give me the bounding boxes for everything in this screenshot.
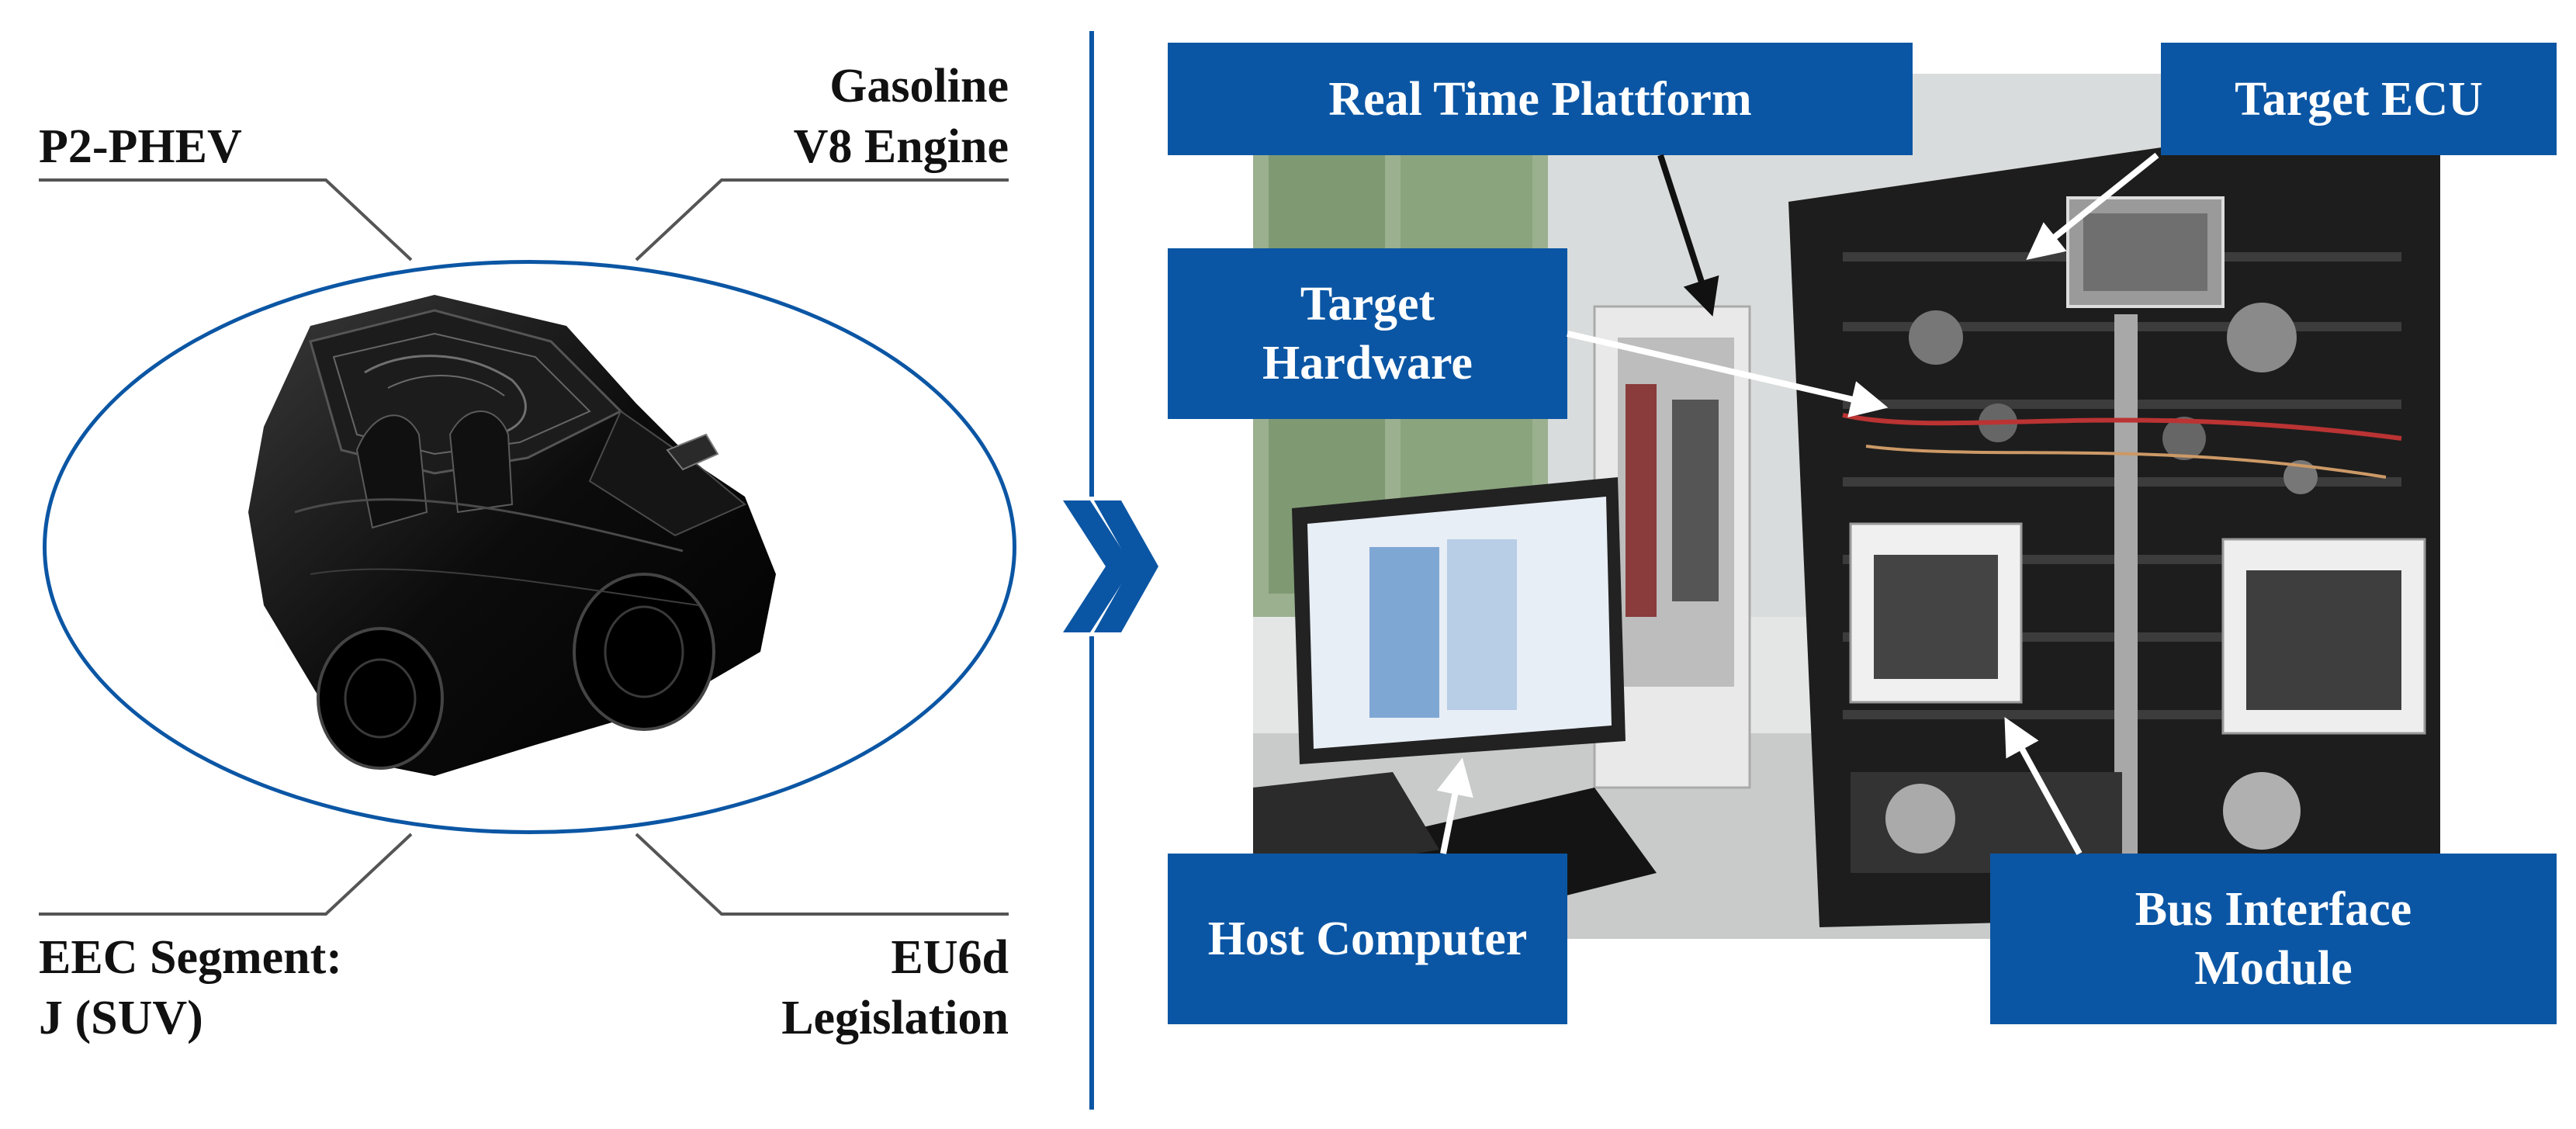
callout-target-hardware-line2: Hardware [1262,337,1473,390]
legislation-label-line1: EU6d [891,931,1009,984]
leader-eu6d [635,833,1009,916]
segment-label: EEC Segment: J (SUV) [39,927,342,1048]
segment-label-line1: EEC Segment: [39,931,342,984]
leader-p2phev [39,178,413,261]
leader-gasoline [635,178,1009,261]
engine-label-line1: Gasoline [829,60,1009,113]
engine-label: Gasoline V8 Engine [794,56,1009,177]
hil-test-bench-photo [1253,74,2440,939]
legislation-label-line2: Legislation [781,992,1009,1044]
callout-bus-interface-module: Bus Interface Module [1990,854,2557,1024]
callout-bus-interface-line2: Module [2194,942,2353,995]
callout-host-computer: Host Computer [1168,854,1567,1024]
leader-lines [39,178,1009,916]
callout-real-time-platform: Real Time Plattform [1168,43,1913,155]
callout-target-hardware: Target Hardware [1168,248,1567,419]
leader-eec [39,833,413,916]
callout-target-hardware-line1: Target [1300,278,1435,331]
double-chevron-right-icon [1059,497,1160,636]
car-image [202,279,900,807]
powertrain-label: P2-PHEV [39,120,242,173]
legislation-label: EU6d Legislation [781,927,1009,1048]
engine-label-line2: V8 Engine [793,120,1009,173]
segment-label-line2: J (SUV) [39,992,203,1044]
callout-target-ecu: Target ECU [2161,43,2557,155]
callout-bus-interface-line1: Bus Interface [2135,883,2412,936]
